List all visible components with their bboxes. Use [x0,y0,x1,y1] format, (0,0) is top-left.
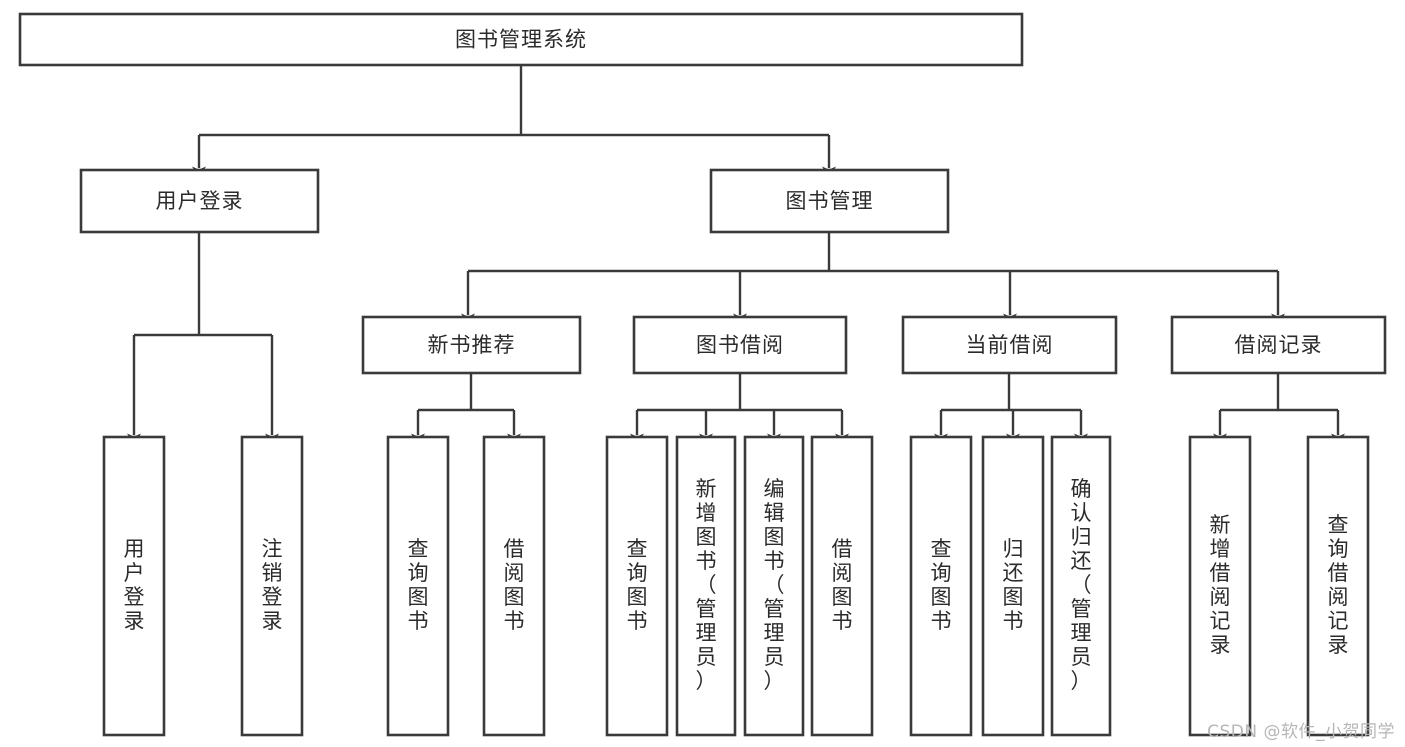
level3-node-book-borrow[interactable]: 图书借阅 [632,315,848,375]
csdn-watermark: CSDN @软件_小贺同学 [1207,722,1395,742]
root-node-root[interactable]: 图书管理系统 [18,12,1024,67]
node-box-leaf-borrow-book-rec[interactable] [482,435,546,737]
node-label-leaf-return-book: 归还图书 [1003,537,1024,633]
node-box-leaf-confirm-return-admin[interactable] [1050,435,1112,737]
leaf-node-leaf-borrow-book[interactable]: 借阅图书 [810,435,874,737]
node-label-leaf-query-book-current: 查询图书 [931,537,952,633]
node-label-current-borrow: 当前借阅 [966,333,1054,357]
node-label-leaf-confirm-return-admin: 确认归还（管理员） [1071,477,1092,693]
node-label-new-book-recommend: 新书推荐 [428,333,516,357]
node-box-new-book-recommend[interactable] [361,315,582,375]
node-label-leaf-query-borrow-record: 查询借阅记录 [1328,513,1349,657]
leaf-node-leaf-logout-login[interactable]: 注销登录 [240,435,304,737]
node-box-root[interactable] [18,12,1024,67]
node-label-borrow-record: 借阅记录 [1235,333,1323,357]
node-label-leaf-borrow-book-rec: 借阅图书 [504,537,525,633]
leaf-node-leaf-edit-book-admin[interactable]: 编辑图书（管理员） [743,435,805,737]
leaf-node-leaf-query-book-borrow[interactable]: 查询图书 [605,435,669,737]
node-label-user-login: 用户登录 [156,189,244,213]
leaf-node-leaf-query-book-current[interactable]: 查询图书 [909,435,973,737]
leaf-node-leaf-confirm-return-admin[interactable]: 确认归还（管理员） [1050,435,1112,737]
node-box-book-manage[interactable] [709,168,950,234]
node-box-book-borrow[interactable] [632,315,848,375]
leaf-node-leaf-add-book-admin[interactable]: 新增图书（管理员） [675,435,737,737]
connector-group-user-login-to-leaves [127,232,279,446]
connector-group-book-borrow-to-leaves [630,373,849,446]
node-label-leaf-logout-login: 注销登录 [262,537,283,633]
leaf-node-leaf-add-borrow-record[interactable]: 新增借阅记录 [1188,435,1252,737]
node-label-leaf-add-borrow-record: 新增借阅记录 [1210,513,1231,657]
connector-group-book-manage-to-level3 [461,232,1285,326]
node-box-leaf-query-book-current[interactable] [909,435,973,737]
node-label-leaf-query-book-borrow: 查询图书 [627,537,648,633]
node-box-leaf-query-book-borrow[interactable] [605,435,669,737]
node-label-leaf-add-book-admin: 新增图书（管理员） [696,477,717,693]
node-box-leaf-logout-login[interactable] [240,435,304,737]
level2-node-book-manage[interactable]: 图书管理 [709,168,950,234]
connector-layer [127,65,1345,446]
node-box-leaf-add-book-admin[interactable] [675,435,737,737]
node-box-leaf-query-borrow-record[interactable] [1306,435,1370,737]
node-label-book-manage: 图书管理 [786,189,874,213]
node-box-leaf-borrow-book[interactable] [810,435,874,737]
node-label-leaf-borrow-book: 借阅图书 [832,537,853,633]
level2-node-user-login[interactable]: 用户登录 [79,168,320,234]
node-box-leaf-add-borrow-record[interactable] [1188,435,1252,737]
node-label-leaf-edit-book-admin: 编辑图书（管理员） [764,477,785,693]
node-box-leaf-edit-book-admin[interactable] [743,435,805,737]
level3-node-current-borrow[interactable]: 当前借阅 [901,315,1118,375]
node-label-leaf-user-login: 用户登录 [124,537,145,633]
leaf-node-leaf-user-login[interactable]: 用户登录 [102,435,166,737]
node-box-leaf-user-login[interactable] [102,435,166,737]
node-box-borrow-record[interactable] [1170,315,1387,375]
connector-group-root-to-level2 [192,65,836,179]
node-label-book-borrow: 图书借阅 [696,333,784,357]
node-layer: 图书管理系统用户登录图书管理新书推荐图书借阅当前借阅借阅记录用户登录注销登录查询… [18,12,1387,737]
leaf-node-leaf-query-borrow-record[interactable]: 查询借阅记录 [1306,435,1370,737]
level3-node-new-book-recommend[interactable]: 新书推荐 [361,315,582,375]
node-box-user-login[interactable] [79,168,320,234]
level3-node-borrow-record[interactable]: 借阅记录 [1170,315,1387,375]
connector-group-current-borrow-to-leaves [934,373,1088,446]
node-label-leaf-query-book-rec: 查询图书 [408,537,429,633]
node-box-leaf-return-book[interactable] [981,435,1045,737]
leaf-node-leaf-return-book[interactable]: 归还图书 [981,435,1045,737]
leaf-node-leaf-borrow-book-rec[interactable]: 借阅图书 [482,435,546,737]
node-box-leaf-query-book-rec[interactable] [386,435,450,737]
leaf-node-leaf-query-book-rec[interactable]: 查询图书 [386,435,450,737]
connector-group-new-book-to-leaves [411,373,521,446]
node-label-root: 图书管理系统 [455,28,587,52]
connector-group-borrow-record-to-leaves [1213,373,1345,446]
node-box-current-borrow[interactable] [901,315,1118,375]
